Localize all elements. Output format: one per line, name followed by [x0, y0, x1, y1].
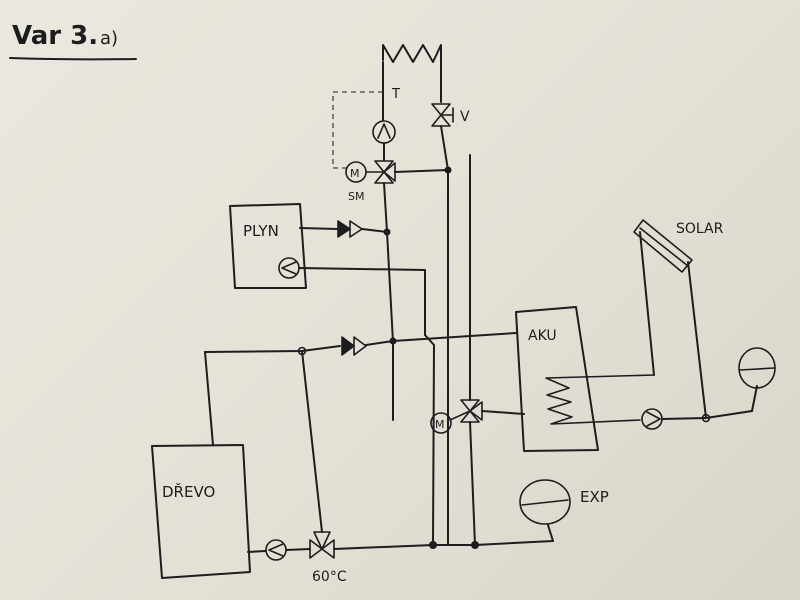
wood-boiler-label: DŘEVO — [162, 482, 215, 501]
diagram-subtitle: a) — [100, 28, 118, 49]
wood-boiler-box — [151, 444, 251, 579]
control-line — [332, 91, 383, 169]
aku-tank-label: AKU — [528, 328, 557, 344]
gas-boiler-label: PLYN — [243, 222, 279, 240]
expansion-vessel-icon — [519, 479, 571, 525]
motor-icon — [345, 161, 367, 183]
bottom-return-line — [333, 540, 554, 550]
motor-label: M — [350, 167, 360, 180]
thermo-valve-icon — [309, 539, 323, 559]
mixing-valve-label: SM — [348, 190, 364, 203]
solar-expansion-vessel-icon — [738, 347, 776, 389]
thermostat-label: T — [391, 87, 400, 102]
gas-return-line — [298, 267, 426, 336]
aku-bypass-line — [424, 334, 435, 546]
supply-riser-lower — [383, 182, 394, 421]
bypass-line — [394, 169, 449, 173]
valve-v-label: V — [460, 109, 470, 125]
expansion-vessel-label: EXP — [580, 488, 609, 506]
aku-motor-icon — [430, 412, 452, 434]
solar-supply-line — [639, 231, 655, 376]
aku-motor-label: M — [435, 418, 445, 431]
solar-label: SOLAR — [676, 221, 724, 237]
thermo-bypass-line — [301, 350, 323, 533]
return-riser — [440, 125, 449, 546]
title-underline — [9, 57, 137, 61]
aku-tank — [515, 306, 599, 452]
solar-collector-icon — [633, 219, 693, 273]
solar-return-line — [687, 261, 707, 419]
gas-boiler-box — [229, 203, 307, 289]
check-valve-icon — [337, 220, 351, 238]
header-line — [204, 345, 341, 353]
wood-boiler-link — [204, 351, 214, 446]
thermo-valve-label: 60°C — [312, 569, 347, 585]
radiator — [382, 44, 442, 63]
solar-coil — [545, 374, 655, 425]
check-valve-2-icon — [341, 336, 355, 356]
diagram-title: Var 3. — [12, 21, 98, 51]
